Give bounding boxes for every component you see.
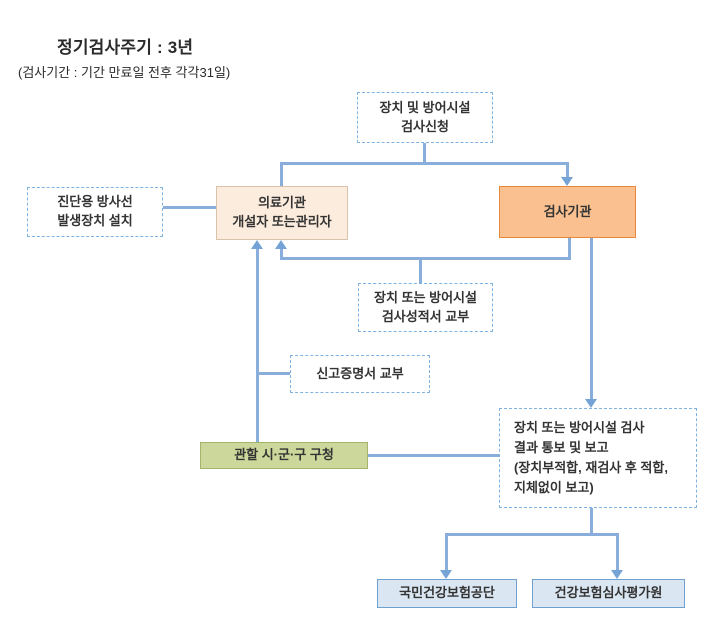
connector-agency-loopback: [280, 257, 571, 260]
connector-loopback-up: [280, 248, 283, 259]
connector-install-medical: [163, 206, 216, 209]
connector-to-agency-top: [566, 162, 569, 178]
node-report-certificate-issue: 신고증명서 교부: [290, 355, 430, 393]
connector-apply-split: [280, 162, 569, 165]
node-inspection-report-issue: 장치 또는 방어시설 검사성적서 교부: [358, 283, 493, 332]
node-medical-institution: 의료기관 개설자 또는관리자: [216, 186, 348, 240]
connector-to-report-issue: [419, 257, 422, 284]
page-title: 정기검사주기 : 3년: [57, 38, 194, 57]
connector-gov-to-medical: [256, 249, 259, 443]
arrowhead-agency-top: [561, 177, 573, 186]
arrowhead-result-top: [585, 399, 597, 408]
connector-to-medical-top: [280, 162, 283, 186]
node-device-installation: 진단용 방사선 발생장치 설치: [27, 187, 163, 237]
connector-gov-result: [368, 454, 499, 457]
connector-result-down: [590, 508, 593, 536]
connector-to-hira: [616, 533, 619, 571]
node-inspection-application: 장치 및 방어시설 검사신청: [357, 92, 493, 143]
arrowhead-nhis-top: [440, 570, 452, 579]
node-inspection-agency: 검사기관: [499, 186, 636, 238]
connector-cert-stub: [256, 372, 290, 375]
connector-apply-down: [423, 143, 426, 164]
connector-agency-down-left: [568, 238, 571, 260]
arrowhead-medical-bottom-left: [251, 240, 263, 249]
node-hira: 건강보험심사평가원: [532, 579, 685, 608]
arrowhead-hira-top: [611, 570, 623, 579]
connector-agency-to-result: [590, 238, 593, 400]
node-inspection-result-report: 장치 또는 방어시설 검사 결과 통보 및 보고 (장치부적합, 재검사 후 적…: [499, 408, 697, 508]
node-nhis: 국민건강보험공단: [377, 579, 517, 608]
arrowhead-medical-bottom-right: [275, 240, 287, 249]
connector-result-split: [445, 533, 619, 536]
node-district-office: 관할 시·군·구 구청: [200, 442, 368, 469]
page-subtitle: (검사기간 : 기간 만료일 전후 각각31일): [18, 65, 231, 80]
connector-to-nhis: [445, 533, 448, 571]
